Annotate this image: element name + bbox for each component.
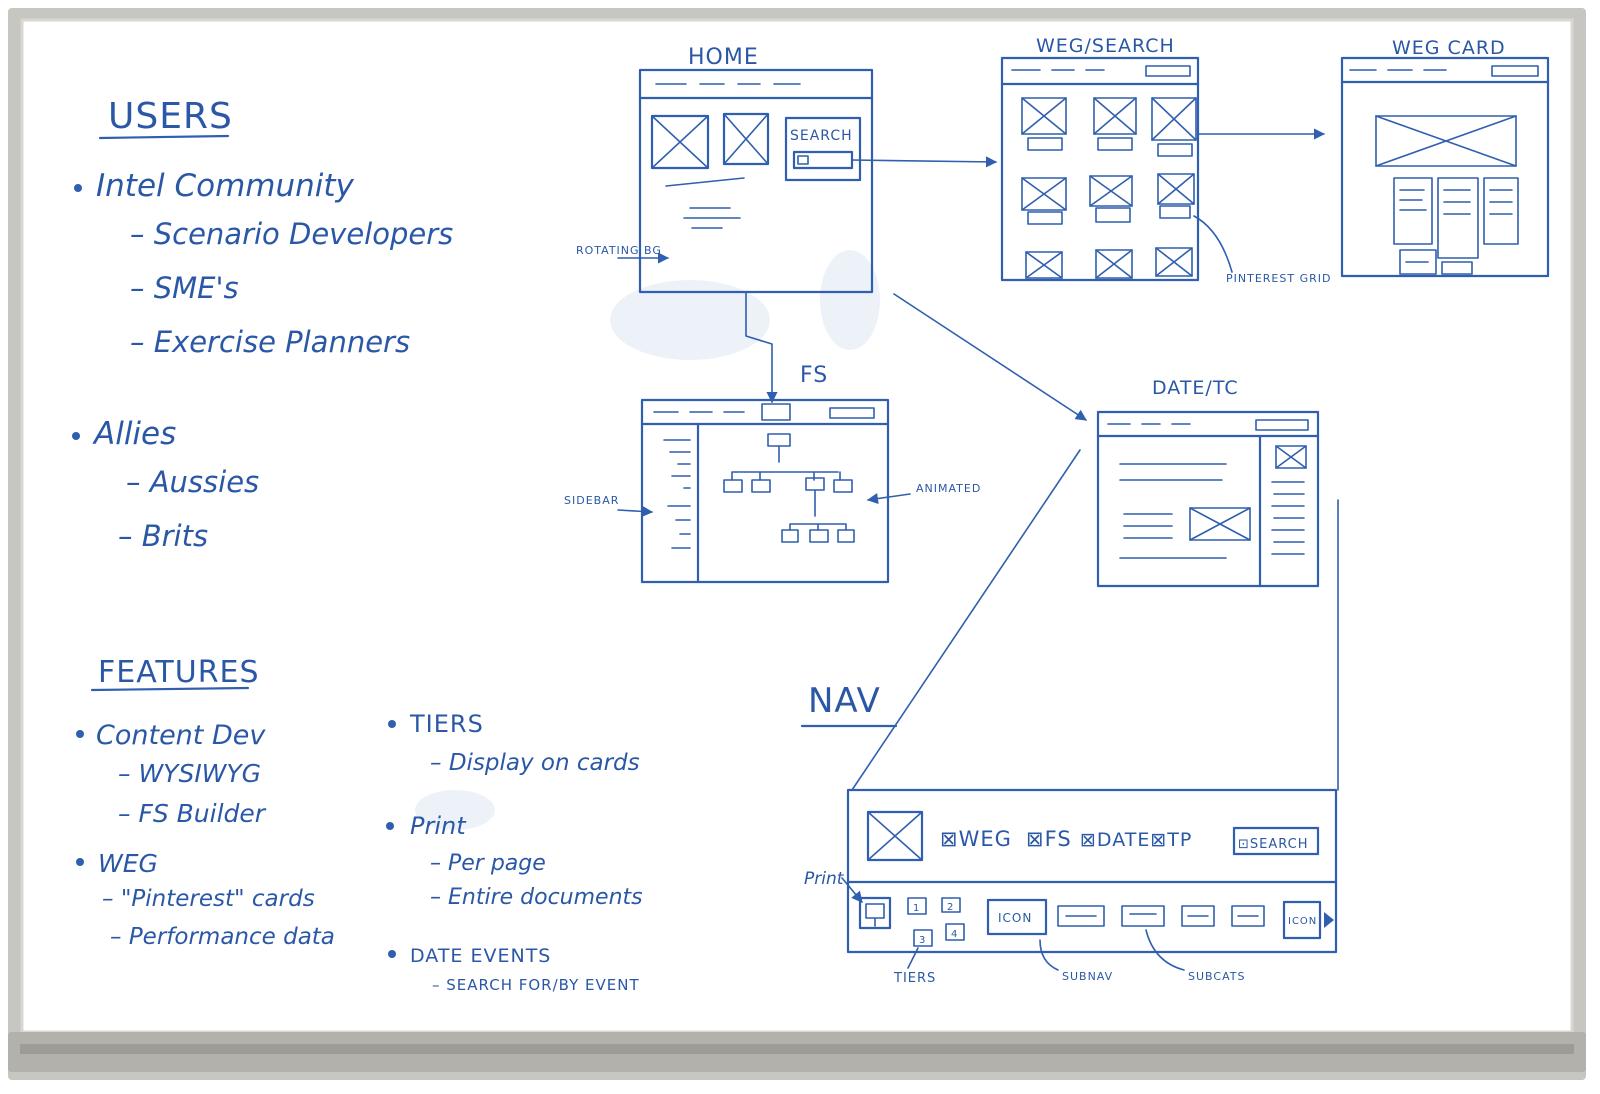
features-wysiwyg: – WYSIWYG	[118, 759, 261, 788]
features-date-events: DATE EVENTS	[410, 945, 551, 967]
features-pinterest: – "Pinterest" cards	[102, 886, 315, 912]
fs-annotation-right: ANIMATED	[916, 482, 981, 495]
features-display-cards: – Display on cards	[430, 750, 640, 776]
nav-tier-3: 3	[919, 935, 926, 946]
home-annotation: ROTATING BG	[576, 244, 662, 257]
nav-title: NAV	[808, 681, 881, 721]
wireframe-weg-search: WEG/SEARCH PINTEREST GRID	[1000, 35, 1331, 285]
features-tiers: TIERS	[409, 710, 484, 738]
fs-title: FS	[800, 363, 828, 388]
nav-annotation-tiers: TIERS	[893, 971, 936, 986]
wireframe-date-tc: DATE/TC	[1096, 377, 1320, 588]
features-entire-docs: – Entire documents	[430, 885, 643, 910]
nav-tier-4: 4	[951, 929, 958, 940]
users-item-allies: Allies	[92, 416, 176, 452]
users-sub-aussies: – Aussies	[126, 465, 259, 499]
wireframe-fs: FS SIDEBAR ANIMATED	[564, 363, 981, 584]
nav-annotation-print: Print	[804, 869, 845, 889]
home-title: HOME	[688, 45, 759, 70]
nav-icon-label: ICON	[998, 911, 1032, 925]
features-per-page: – Per page	[430, 851, 546, 876]
nav-section: NAV ⊠WEG ⊠FS ⊠DATE⊠TP ⊡SEARCH 1 2 3 4 IC…	[800, 449, 1339, 986]
nav-annotation-subcats: SUBCATS	[1188, 970, 1245, 983]
nav-annotation-subnav: SUBNAV	[1062, 970, 1113, 983]
fs-annotation-left: SIDEBAR	[564, 494, 619, 507]
weg-search-title: WEG/SEARCH	[1036, 35, 1175, 57]
nav-menu-fs: ⊠FS	[1026, 827, 1072, 851]
users-sub-planners: – Exercise Planners	[130, 325, 410, 359]
users-item-intel: Intel Community	[96, 168, 355, 204]
features-weg: WEG	[98, 849, 158, 878]
features-performance: – Performance data	[110, 924, 335, 950]
users-heading: USERS	[108, 96, 233, 137]
features-print: Print	[410, 812, 467, 840]
nav-search-label: ⊡SEARCH	[1238, 837, 1309, 852]
features-search-event: – SEARCH FOR/BY EVENT	[432, 976, 640, 994]
nav-menu-weg: ⊠WEG	[940, 827, 1012, 851]
home-search-label: SEARCH	[790, 128, 853, 144]
date-tc-title: DATE/TC	[1152, 377, 1239, 399]
features-heading: FEATURES	[98, 655, 260, 690]
weg-search-annotation: PINTEREST GRID	[1226, 272, 1331, 285]
wireframe-home: HOME SEARCH ROTATING BG	[576, 45, 1087, 421]
features-content-dev: Content Dev	[96, 720, 266, 751]
users-sub-scenario: – Scenario Developers	[130, 217, 453, 251]
nav-tier-1: 1	[913, 903, 920, 914]
weg-card-title: WEG CARD	[1392, 37, 1506, 59]
users-sub-smes: – SME's	[130, 271, 239, 305]
nav-icon-label-right: ICON	[1288, 916, 1317, 927]
nav-menu: ⊠WEG ⊠FS ⊠DATE⊠TP	[940, 827, 1192, 851]
wireframe-weg-card: WEG CARD	[1340, 37, 1550, 278]
features-section: FEATURES Content Dev – WYSIWYG – FS Buil…	[76, 655, 643, 994]
users-section: USERS Intel Community – Scenario Develop…	[72, 96, 453, 553]
features-fs-builder: – FS Builder	[118, 799, 267, 828]
nav-menu-date: ⊠DATE⊠TP	[1080, 829, 1192, 851]
users-sub-brits: – Brits	[118, 519, 208, 553]
nav-tier-2: 2	[947, 902, 954, 913]
